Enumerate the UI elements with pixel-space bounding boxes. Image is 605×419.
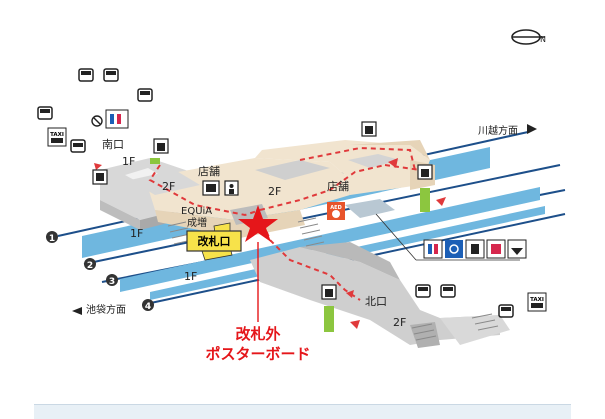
elevator-icon [417, 164, 433, 180]
north-exit-label: 北口 [365, 295, 387, 308]
taxi-icon: TAXI [527, 292, 547, 312]
poster-label-line1: 改札外 [235, 325, 280, 343]
bus-icon [440, 284, 456, 298]
south-exit-label: 南口 [102, 138, 124, 151]
floor-label: 1F [122, 155, 135, 168]
buildings [230, 154, 400, 225]
floor-label: 2F [162, 180, 175, 193]
arrow-left-icon [72, 307, 82, 315]
facility-toilet-icon [423, 239, 443, 259]
shop-label: 店舗 [327, 179, 349, 193]
car-icon [70, 139, 86, 153]
svg-text:TAXI: TAXI [530, 297, 544, 303]
route-arrows [94, 158, 446, 329]
svg-text:1: 1 [49, 234, 55, 244]
gate-label-text: 改札口 [198, 234, 231, 248]
washbasin-icon [507, 239, 527, 259]
floor-label: 1F [184, 270, 197, 283]
direction-kawagoe: 川越方面 [478, 124, 518, 137]
bus-icon [78, 68, 94, 82]
svg-text:4: 4 [145, 302, 151, 312]
platform-number-badges: 1 2 3 4 [46, 231, 154, 312]
arrow-right-icon [527, 124, 537, 134]
aed-icon: AED [327, 202, 345, 220]
taxi-icon: TAXI [47, 127, 67, 147]
poster-star-icon [238, 205, 278, 322]
elevator-icon [361, 121, 377, 137]
floor-label: 2F [268, 185, 281, 198]
footer-bar [34, 404, 571, 419]
gate-label: 改札口 [186, 230, 242, 252]
toilet-icon [105, 109, 129, 129]
leader-line [375, 213, 417, 261]
elevator-icon [321, 284, 337, 300]
svg-text:2: 2 [87, 261, 93, 271]
equia-label: EQUiA [181, 206, 212, 217]
bus-icon [498, 304, 514, 318]
floor-label: 1F [130, 227, 143, 240]
compass-icon: N [511, 29, 546, 45]
equia-label: 成増 [187, 216, 207, 229]
svg-text:N: N [540, 35, 546, 44]
baby-room-icon [465, 239, 485, 259]
svg-text:TAXI: TAXI [50, 132, 64, 138]
bus-icon [415, 284, 431, 298]
bus-icon [103, 68, 119, 82]
shop-label: 店舗 [198, 164, 220, 178]
elevator-icon [153, 138, 169, 154]
family-toilet-icon [486, 239, 506, 259]
bus-icon [137, 88, 153, 102]
locker-icon [92, 169, 108, 185]
svg-text:3: 3 [109, 277, 115, 287]
direction-ikebukuro: 池袋方面 [86, 303, 126, 316]
svg-text:AED: AED [330, 205, 341, 211]
ticket-machine-icon [202, 180, 220, 196]
north-walkway [250, 242, 510, 348]
bus-icon [37, 106, 53, 120]
poster-label-line2: ポスターボード [205, 345, 310, 363]
elevator-shafts [150, 158, 430, 332]
accessible-icon [445, 240, 463, 258]
no-entry-icon [91, 115, 103, 127]
info-person-icon [224, 180, 239, 196]
floor-label: 2F [393, 316, 406, 329]
